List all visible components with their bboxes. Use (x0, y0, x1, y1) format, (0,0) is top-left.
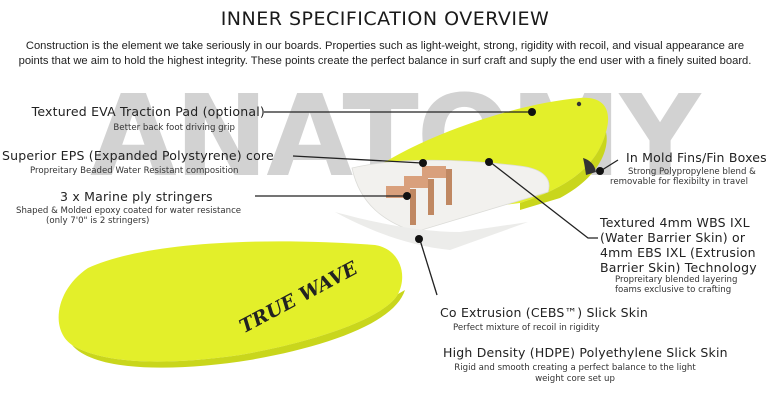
fin (583, 158, 596, 175)
board-bottom (58, 241, 403, 362)
callout-leaders (255, 111, 619, 296)
nose-hole (576, 101, 582, 107)
skin-sub-2: foams exclusive to crafting (615, 285, 732, 295)
page-title: INNER SPECIFICATION OVERVIEW (220, 8, 550, 30)
intro-paragraph: Construction is the element we take seri… (18, 40, 752, 67)
board-bottom-rail (72, 290, 405, 368)
stringers-sub-2: (only 7'0" is 2 stringers) (46, 216, 150, 226)
eps-core-sub: Propreitary Beaded Water Resistant compo… (30, 166, 239, 176)
hdpe-label: High Density (HDPE) Polyethylene Slick S… (443, 345, 728, 360)
cebs-label: Co Extrusion (CEBS™) Slick Skin (440, 305, 649, 320)
eps-core-label: Superior EPS (Expanded Polystyrene) core (2, 148, 274, 163)
skin-label-line-2: (Water Barrier Skin) or (600, 230, 746, 245)
skin-label-line-1: Textured 4mm WBS IXL (600, 215, 750, 230)
skin-sub-1: Propreitary blended layering (615, 275, 738, 285)
hdpe-sub-2: weight core set up (535, 374, 615, 384)
hdpe-sub-1: Rigid and smooth creating a perfect bala… (454, 363, 696, 373)
skin-label-line-4: Barrier Skin) Technology (600, 260, 757, 275)
bottom-skin-layer (335, 212, 528, 250)
stringers-sub-1: Shaped & Molded epoxy coated for water r… (16, 206, 242, 216)
traction-pad-label: Textured EVA Traction Pad (optional) (31, 104, 265, 119)
fins-sub-1: Strong Polypropylene blend & (628, 167, 756, 177)
fins-sub-2: removable for flexibilty in travel (610, 177, 748, 187)
cebs-sub: Perfect mixture of recoil in rigidity (453, 323, 600, 333)
callout-dots (403, 108, 604, 243)
skin-label-line-3: 4mm EBS IXL (Extrusion (600, 245, 756, 260)
fins-label: In Mold Fins/Fin Boxes (626, 150, 767, 165)
traction-pad-sub: Better back foot driving grip (113, 123, 235, 133)
stringers-label: 3 x Marine ply stringers (60, 189, 213, 204)
